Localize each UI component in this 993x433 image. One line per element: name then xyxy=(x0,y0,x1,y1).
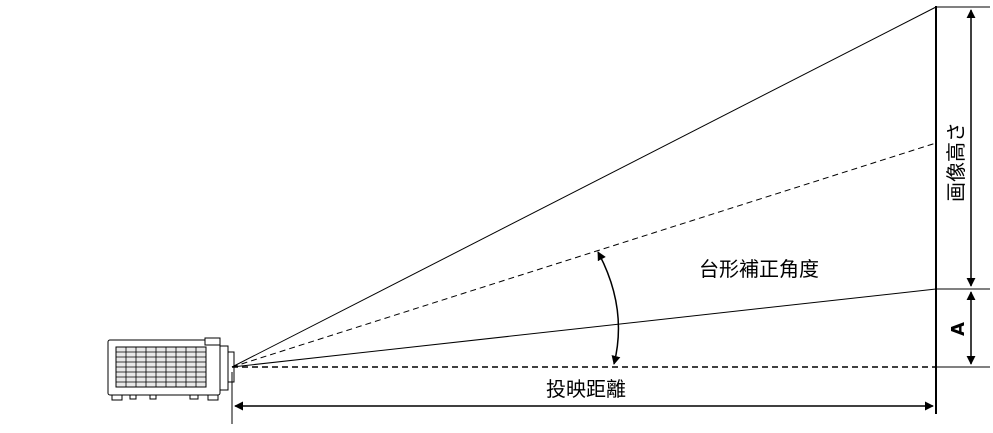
projection-rays xyxy=(231,6,937,368)
throw-distance-label: 投映距離 xyxy=(546,377,626,401)
ray-center-dashed xyxy=(231,142,937,368)
ray-top xyxy=(231,6,937,368)
ray-bottom xyxy=(231,288,937,368)
keystone-angle-arc xyxy=(597,251,621,365)
keystone-angle-label: 台形補正角度 xyxy=(699,257,819,281)
projector-icon xyxy=(107,337,235,401)
offset-a-label: A xyxy=(948,322,969,336)
image-height-label: 画像高さ xyxy=(944,122,968,202)
